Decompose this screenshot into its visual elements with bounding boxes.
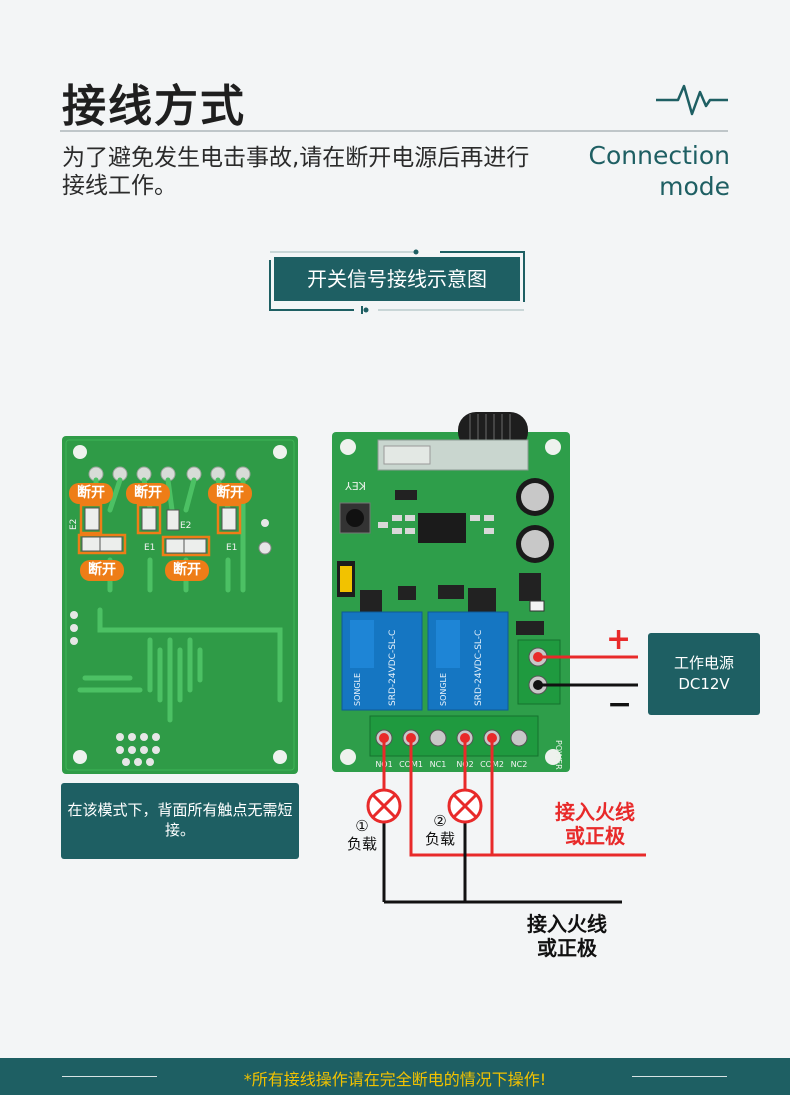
- power-label-line2: DC12V: [678, 675, 730, 693]
- capacitors: [516, 478, 554, 563]
- front-board: KEY: [332, 412, 570, 772]
- section-badge-label: 开关信号接线示意图: [274, 257, 520, 301]
- pad-label-e2: E2: [69, 519, 79, 530]
- english-title-line2: mode: [659, 172, 730, 201]
- disconnect-tag: 断开: [165, 560, 209, 581]
- english-title-line1: Connection: [588, 141, 730, 170]
- power-supply-box: 工作电源 DC12V: [648, 633, 760, 715]
- load-1-label: ① 负载: [342, 817, 382, 853]
- footer-warning: *所有接线操作请在完全断电的情况下操作!: [243, 1070, 547, 1089]
- back-board: E2 E1 E2 E1: [62, 436, 298, 774]
- load-1-number: ①: [355, 817, 369, 835]
- terminal-nc2: NC2: [511, 760, 528, 769]
- load-2-number: ②: [433, 812, 447, 830]
- page-title: 接线方式: [62, 81, 246, 132]
- key-label: KEY: [345, 479, 366, 492]
- pad-label-e1: E1: [144, 543, 155, 553]
- english-title: Connection mode: [589, 140, 730, 202]
- badge-frame-icon: [269, 249, 525, 314]
- disconnect-tag: 断开: [126, 483, 170, 504]
- disconnect-tag: 断开: [69, 483, 113, 504]
- section-badge: 开关信号接线示意图: [266, 246, 528, 316]
- wiring-diagram: E2 E1 E2 E1: [62, 412, 646, 904]
- pad-label-e1b: E1: [226, 543, 237, 553]
- relay-2-brand: SONGLE: [439, 673, 448, 706]
- terminal-nc1: NC1: [430, 760, 447, 769]
- title-divider: [60, 130, 728, 132]
- wiring: [382, 655, 646, 904]
- live-wire-red-label: 接入火线 或正极: [540, 800, 650, 848]
- footer-divider-right: [632, 1076, 727, 1077]
- wire-dots: [379, 652, 543, 743]
- safety-description: 为了避免发生电击事故,请在断开电源后再进行接线工作。: [62, 145, 530, 199]
- footer-divider-left: [62, 1076, 157, 1077]
- load-1-text: 负载: [346, 835, 377, 853]
- power-label-line1: 工作电源: [673, 654, 734, 672]
- pulse-icon: [656, 84, 728, 116]
- relay-2: SRD-24VDC-SL-C SONGLE: [427, 611, 509, 711]
- power-minus: −: [607, 687, 633, 722]
- disconnect-tag: 断开: [208, 483, 252, 504]
- load-2-text: 负载: [424, 830, 455, 848]
- power-plus: +: [606, 622, 632, 657]
- footer-bar: *所有接线操作请在完全断电的情况下操作!: [0, 1058, 790, 1095]
- live-wire-black-line2: 或正极: [537, 936, 597, 960]
- power-label: POWER: [554, 740, 563, 770]
- relay-2-text: SRD-24VDC-SL-C: [474, 630, 484, 706]
- relay-1-text: SRD-24VDC-SL-C: [388, 630, 398, 706]
- back-board-note: 在该模式下，背面所有触点无需短接。: [61, 783, 299, 859]
- relay-1: SRD-24VDC-SL-C SONGLE: [341, 611, 423, 711]
- pad-label-e2b: E2: [180, 521, 191, 531]
- disconnect-tag: 断开: [80, 560, 124, 581]
- load-2-label: ② 负载: [420, 812, 460, 848]
- live-wire-black-line1: 接入火线: [527, 912, 607, 936]
- live-wire-red-line2: 或正极: [565, 824, 625, 848]
- load-lamp-icon: [447, 788, 483, 824]
- relay-1-brand: SONGLE: [353, 673, 362, 706]
- load-lamp-icon: [366, 788, 402, 824]
- live-wire-red-line1: 接入火线: [555, 800, 635, 824]
- live-wire-black-label: 接入火线 或正极: [512, 912, 622, 960]
